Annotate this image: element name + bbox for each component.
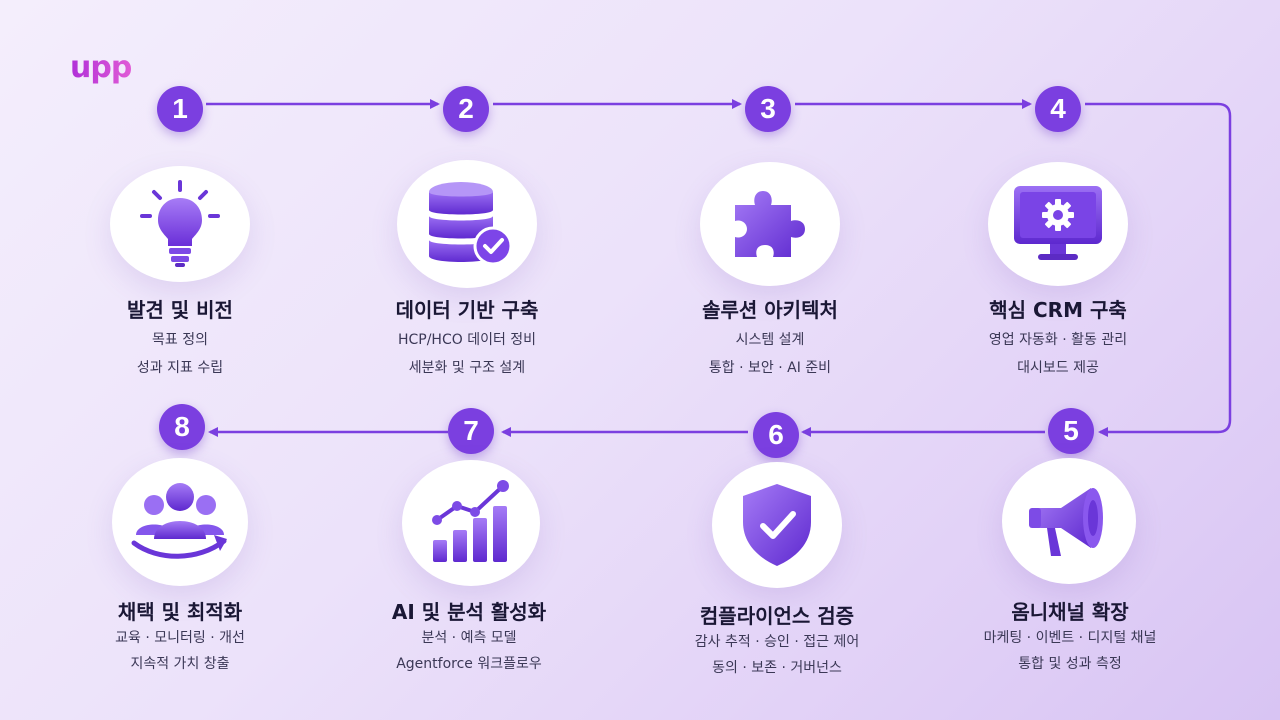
step-3-badge: 3 [745,86,791,132]
step-8-title: 채택 및 최적화 [117,600,243,624]
step-4-title: 핵심 CRM 구축 [989,298,1127,322]
step-1-title: 발견 및 비전 [127,298,233,322]
puzzle-icon [735,191,805,257]
step-7-icon-circle [402,460,540,586]
step-2-icon-circle [397,160,537,288]
step-5-desc-line-2: 통합 및 성과 측정 [1018,656,1122,672]
monitor-gear-icon [1014,186,1102,260]
step-3-icon-circle [700,162,840,286]
step-2-desc-line-1: HCP/HCO 데이터 정비 [397,332,537,348]
shield-check-icon [743,484,811,566]
team-growth-icon [131,483,227,559]
step-4-icon-circle [988,162,1128,286]
step-3-title: 솔루션 아키텍처 [702,298,838,322]
step-4-desc-line-2: 대시보드 제공 [1017,360,1099,376]
step-3-desc-line-2: 통합 · 보안 · AI 준비 [708,360,832,376]
step-7-title: AI 및 분석 활성화 [391,600,547,624]
step-6-icon-circle [712,462,842,588]
step-6-desc-line-2: 동의 · 보존 · 거버넌스 [712,660,842,676]
step-4-desc-line-1: 영업 자동화 · 활동 관리 [988,332,1128,348]
step-7-desc-line-2: Agentforce 워크플로우 [396,656,542,672]
megaphone-icon [1029,488,1103,556]
step-6-desc-line-1: 감사 추적 · 승인 · 접근 제어 [694,634,860,650]
database-check-icon [429,182,513,266]
step-5-title: 옴니채널 확장 [1011,600,1129,624]
step-1-desc-line-2: 성과 지표 수립 [136,360,224,376]
analytics-chart-icon [432,480,509,562]
step-8-desc-line-2: 지속적 가치 창출 [130,656,230,672]
arrow-4-5 [1085,102,1232,437]
step-8-badge: 8 [159,404,205,450]
step-1-desc-line-1: 목표 정의 [152,332,208,348]
step-8-desc-line-1: 교육 · 모니터링 · 개선 [115,630,245,646]
step-7-badge: 7 [448,408,494,454]
step-4-badge: 4 [1035,86,1081,132]
step-7-desc-line-1: 분석 · 예측 모델 [421,630,517,646]
step-1-badge: 1 [157,86,203,132]
step-5-badge: 5 [1048,408,1094,454]
step-5-desc-line-1: 마케팅 · 이벤트 · 디지털 채널 [983,630,1157,646]
step-6-title: 컴플라이언스 검증 [699,604,855,628]
upp-logo: upp [70,50,132,85]
step-3-desc-line-1: 시스템 설계 [735,332,805,348]
lightbulb-icon [140,180,220,267]
step-5-icon-circle [1002,458,1136,584]
step-8-icon-circle [112,458,248,586]
step-2-desc-line-2: 세분화 및 구조 설계 [408,360,526,376]
step-6-badge: 6 [753,412,799,458]
step-2-badge: 2 [443,86,489,132]
step-2-title: 데이터 기반 구축 [395,298,539,322]
step-1-icon-circle [110,166,250,282]
